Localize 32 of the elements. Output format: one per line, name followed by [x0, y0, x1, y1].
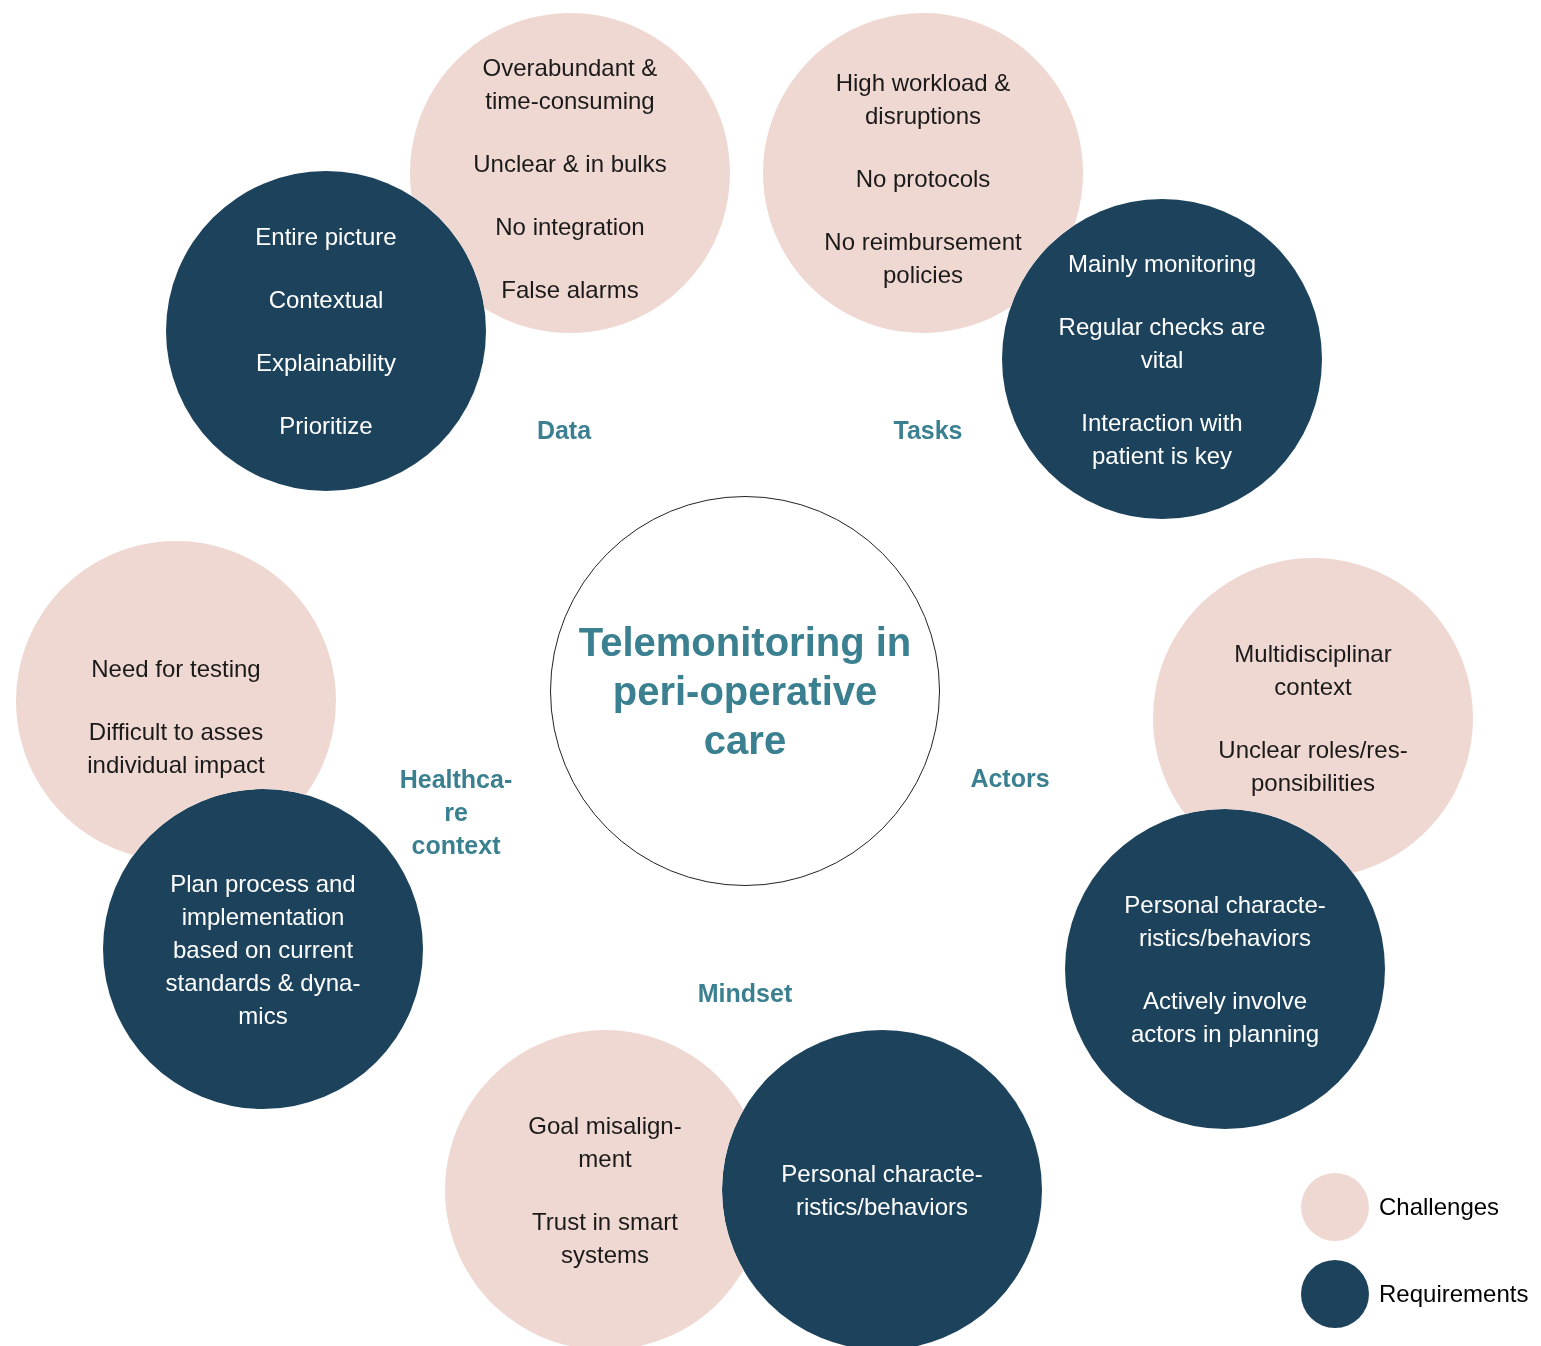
category-label: Actors: [969, 763, 1051, 794]
challenge-text: No reimbursement policies: [823, 226, 1023, 290]
challenge-text: Overabundant & time-consuming: [481, 52, 659, 116]
category-label: Healthca- re context: [398, 764, 514, 861]
challenge-text: No protocols: [854, 163, 992, 194]
challenge-text: Trust in smart systems: [531, 1207, 679, 1270]
challenge-text: Need for testing: [90, 653, 262, 684]
topic-title: Telemonitoring in peri-operative care: [577, 618, 913, 764]
requirement-text: Mainly monitoring: [1066, 248, 1258, 279]
challenge-text: Difficult to asses individual impact: [86, 716, 266, 780]
legend-label: Challenges: [1379, 1193, 1500, 1221]
requirement-text: Entire picture: [254, 222, 398, 252]
category-label: Mindset: [696, 978, 794, 1009]
category-label: Tasks: [892, 415, 964, 446]
requirement-text: Prioritize: [278, 411, 374, 441]
challenge-text: Goal misalign- ment: [527, 1111, 683, 1174]
challenge-text: High workload & disruptions: [834, 67, 1012, 131]
challenge-text: No integration: [494, 211, 646, 242]
challenge-text: Multidisciplinar context: [1233, 639, 1393, 702]
challenge-text: Unclear roles/res- ponsibilities: [1217, 735, 1409, 798]
requirement-text: Regular checks are vital: [1057, 311, 1267, 375]
requirement-text: Personal characte- ristics/behaviors: [780, 1159, 984, 1222]
requirement-text: Interaction with patient is key: [1080, 407, 1244, 471]
challenge-text: False alarms: [500, 274, 640, 305]
requirement-text: Personal characte- ristics/behaviors: [1123, 890, 1327, 953]
requirement-text: Contextual: [267, 285, 385, 315]
category-label: Data: [535, 415, 593, 446]
requirement-text: Actively involve actors in planning: [1129, 986, 1321, 1049]
legend-label: Requirements: [1379, 1280, 1529, 1308]
challenge-text: Unclear & in bulks: [472, 148, 668, 179]
requirement-text: Explainability: [254, 348, 398, 378]
requirement-text: Plan process and implementation based on current standards & dyna- mics: [164, 868, 362, 1031]
